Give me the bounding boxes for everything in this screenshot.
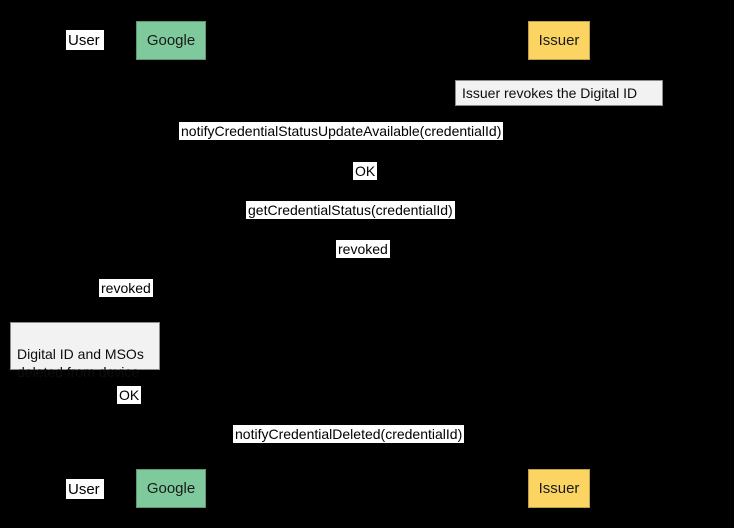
participant-google-bottom[interactable]: Google	[136, 469, 206, 508]
message-2-label: OK	[353, 162, 378, 180]
note-issuer-revokes: Issuer revokes the Digital ID	[455, 80, 663, 106]
participant-google-top-label: Google	[146, 32, 196, 49]
message-3-label: getCredentialStatus(credentialId)	[246, 201, 455, 219]
message-7-label: notifyCredentialDeleted(credentialId)	[233, 425, 465, 443]
lifeline-user	[85, 60, 86, 468]
message-4-arrowhead	[171, 256, 180, 266]
message-1-label: notifyCredentialStatusUpdateAvailable(cr…	[179, 122, 504, 140]
message-3-arrowhead	[550, 217, 559, 227]
message-5-label: revoked	[99, 279, 153, 297]
message-7-arrowhead	[550, 441, 559, 451]
participant-user-top-label: User	[68, 31, 100, 49]
message-2-arrowhead	[550, 178, 559, 188]
message-2-line	[171, 183, 559, 184]
participant-issuer-bottom[interactable]: Issuer	[528, 469, 590, 508]
participant-issuer-bottom-label: Issuer	[538, 480, 580, 497]
message-6-line	[85, 407, 171, 408]
message-5-arrowhead	[85, 295, 94, 305]
note-deleted-from-device-text: Digital ID and MSOs deleted from device	[17, 346, 144, 380]
message-1-line	[171, 144, 559, 145]
note-issuer-revokes-text: Issuer revokes the Digital ID	[462, 85, 638, 101]
message-4-label: revoked	[336, 240, 390, 258]
message-6-label: OK	[117, 386, 142, 404]
message-1-arrowhead	[171, 139, 180, 149]
participant-issuer-top-label: Issuer	[538, 32, 580, 49]
lifeline-issuer	[559, 60, 560, 468]
note-deleted-from-device: Digital ID and MSOs deleted from device	[10, 322, 160, 380]
message-6-arrowhead	[162, 402, 171, 412]
participant-user-bottom-label: User	[68, 480, 100, 498]
message-5-line	[85, 300, 171, 301]
message-3-line	[171, 222, 559, 223]
participant-google-bottom-label: Google	[146, 480, 196, 497]
participant-user-top[interactable]: User	[66, 30, 104, 50]
message-4-line	[171, 261, 559, 262]
participant-issuer-top[interactable]: Issuer	[528, 21, 590, 60]
participant-user-bottom[interactable]: User	[66, 479, 104, 499]
participant-google-top[interactable]: Google	[136, 21, 206, 60]
message-7-line	[171, 446, 559, 447]
